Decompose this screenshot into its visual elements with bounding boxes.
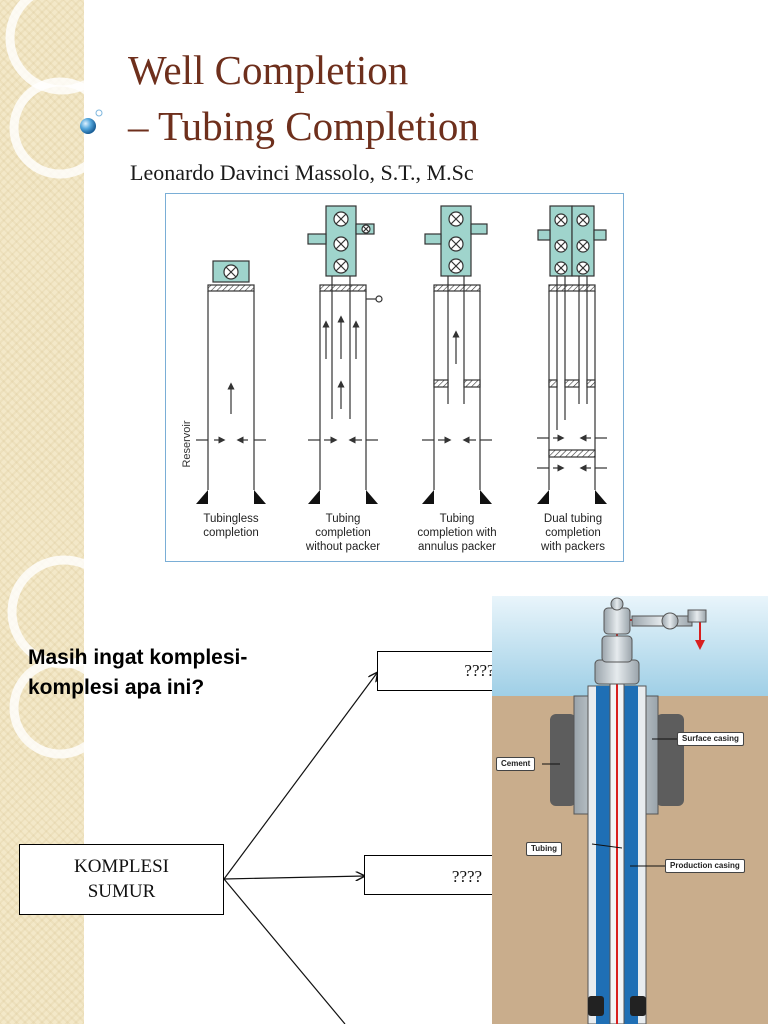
schematic-tubing-annulus-packer [422, 205, 492, 504]
arrow-to-box-1 [223, 673, 377, 880]
completion-types-figure: Reservoir [165, 193, 624, 562]
caption-tubingless: Tubingless completion [203, 513, 259, 539]
komplesi-sumur-box: KOMPLESI SUMUR [19, 844, 224, 915]
caption-tubing-annulus-packer: Tubing completion with annulus packer [417, 513, 497, 553]
bullet-dot-small [95, 109, 103, 117]
decorative-sidebar [0, 0, 84, 1024]
schematic-tubing-no-packer [307, 205, 383, 504]
caption-dual-tubing: Dual tubing completion with packers [541, 513, 605, 553]
schematic-dual-tubing-packers [537, 205, 607, 504]
arrow-to-box-2 [223, 876, 364, 879]
label-tubing: Tubing [526, 842, 563, 856]
bullet-dots [80, 109, 103, 134]
label-cement: Cement [496, 757, 536, 771]
label-surface-casing: Surface casing [677, 732, 744, 746]
completion-schematics: Reservoir [181, 205, 607, 504]
slide-author: Leonardo Davinci Massolo, S.T., M.Sc [130, 160, 474, 185]
reservoir-label: Reservoir [181, 420, 193, 467]
well-illustration [492, 596, 768, 1024]
quiz-question: Masih ingat komplesi- komplesi apa ini? [28, 646, 248, 699]
decorative-circles [5, 0, 84, 759]
caption-tubing-no-packer: Tubing completion without packer [305, 513, 381, 553]
slide-title-line-2: – Tubing Completion [128, 103, 479, 149]
well-completion-diagram: Surface casing Cement Tubing Production … [492, 596, 768, 1024]
schematic-tubingless [196, 260, 266, 504]
slide-title-line-1: Well Completion [128, 47, 409, 93]
arrow-to-offscreen [223, 878, 346, 1024]
label-production-casing: Production casing [665, 859, 745, 873]
bullet-dot-large [80, 118, 96, 134]
